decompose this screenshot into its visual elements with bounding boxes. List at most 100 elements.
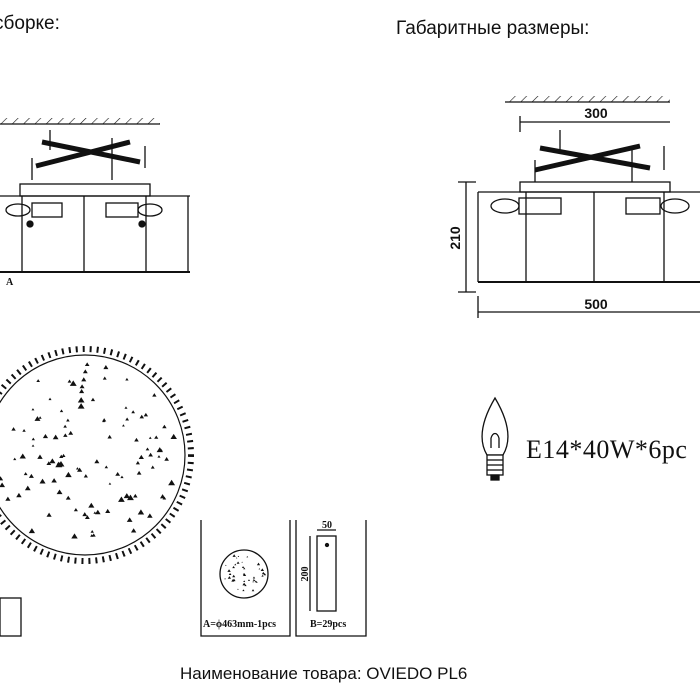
crystal-speckle bbox=[59, 454, 64, 459]
part-b-width: 50 bbox=[322, 520, 332, 531]
crystal-speckle bbox=[37, 454, 43, 459]
crystal-speckle bbox=[71, 533, 78, 539]
crystal-speckle bbox=[57, 461, 65, 467]
crystal-speckle bbox=[90, 530, 94, 533]
dimension-drawing bbox=[458, 96, 700, 318]
crystal-speckle bbox=[76, 467, 83, 472]
crystal-speckle bbox=[237, 588, 239, 590]
crystal-speckle bbox=[42, 433, 49, 439]
crystal-speckle bbox=[168, 479, 176, 486]
crystal-speckle bbox=[93, 511, 97, 514]
crystal-speckle bbox=[261, 574, 264, 577]
crystal-speckle bbox=[31, 444, 35, 447]
crystal-speckle bbox=[65, 471, 72, 478]
crystal-speckle bbox=[131, 410, 135, 414]
crystal-speckle bbox=[52, 434, 59, 440]
crystal-speckle bbox=[82, 369, 88, 374]
crystal-speckle bbox=[241, 566, 245, 569]
crystal-speckle bbox=[104, 465, 109, 469]
crystal-speckle bbox=[79, 389, 85, 394]
crystal-speckle bbox=[77, 403, 85, 409]
crystal-speckle bbox=[255, 581, 258, 583]
crystal-speckle bbox=[68, 430, 74, 435]
crystal-speckle bbox=[90, 397, 96, 402]
crystal-speckle bbox=[152, 393, 157, 397]
crystal-speckle bbox=[159, 494, 166, 499]
crystal-speckle bbox=[120, 475, 124, 479]
crystal-speckle bbox=[225, 564, 227, 566]
crystal-speckle bbox=[13, 457, 17, 461]
crystal-speckle bbox=[253, 579, 256, 582]
assembly-title: сборке: bbox=[0, 13, 60, 34]
crystal-speckle bbox=[81, 377, 87, 382]
marker-a: A bbox=[6, 277, 14, 288]
crystal-speckle bbox=[164, 457, 169, 461]
crystal-speckle bbox=[34, 416, 41, 421]
crystal-speckle bbox=[83, 474, 88, 478]
dimensions-title: Габаритные размеры: bbox=[396, 18, 590, 39]
crystal-speckle bbox=[0, 476, 4, 481]
part-a-box bbox=[200, 520, 291, 637]
crystal-speckle bbox=[38, 416, 42, 419]
crystal-speckle bbox=[243, 567, 246, 570]
crystal-speckle bbox=[136, 470, 142, 475]
crystal-speckle bbox=[118, 496, 125, 502]
crystal-speckle bbox=[143, 412, 149, 417]
small-box bbox=[0, 597, 22, 637]
crystal-speckle bbox=[227, 576, 232, 579]
crystal-speckle bbox=[261, 571, 265, 575]
crystal-speckle bbox=[150, 465, 155, 469]
crystal-speckle bbox=[63, 424, 67, 428]
crystal-speckle bbox=[65, 495, 71, 500]
assembly-drawing bbox=[0, 118, 190, 273]
crystal-speckle bbox=[252, 576, 256, 579]
crystal-speckle bbox=[61, 453, 66, 457]
crystal-speckle bbox=[224, 578, 226, 580]
crystal-speckle bbox=[138, 454, 144, 460]
crystal-speckle bbox=[115, 471, 121, 476]
crystal-speckle bbox=[51, 478, 57, 483]
crystal-speckle bbox=[170, 433, 177, 440]
crystal-speckle bbox=[148, 436, 152, 439]
crystal-speckle bbox=[159, 448, 163, 452]
crystal-speckle bbox=[11, 427, 16, 431]
crystal-speckle bbox=[125, 377, 129, 381]
crystal-speckle bbox=[258, 568, 261, 570]
crystal-speckle bbox=[246, 555, 249, 558]
crystal-speckle bbox=[251, 589, 255, 592]
crystal-speckle bbox=[0, 482, 6, 488]
crystal-speckle bbox=[126, 517, 133, 522]
crystal-speckle bbox=[56, 489, 63, 495]
crystal-speckle bbox=[127, 494, 134, 501]
crystal-speckle bbox=[154, 435, 159, 439]
crystal-speckle bbox=[237, 555, 240, 557]
crystal-speckle bbox=[75, 467, 79, 470]
crystal-speckle bbox=[49, 458, 56, 464]
crystal-speckle bbox=[28, 528, 36, 534]
crystal-speckle bbox=[39, 478, 46, 484]
part-a-label: A=ϕ463mm-1pcs bbox=[203, 619, 276, 630]
crystal-speckle bbox=[69, 380, 77, 386]
crystal-speckle bbox=[124, 406, 128, 409]
crystal-speckle bbox=[123, 493, 130, 499]
crystal-speckle bbox=[94, 459, 100, 464]
crystal-speckle bbox=[73, 508, 78, 512]
crystal-speckle bbox=[84, 362, 90, 367]
crystal-speckle bbox=[242, 572, 246, 575]
crystal-speckle bbox=[23, 472, 28, 476]
crystal-speckle bbox=[63, 433, 68, 437]
crystal-speckle bbox=[77, 397, 85, 403]
crystal-speckle bbox=[242, 582, 246, 586]
crystal-speckle bbox=[227, 569, 231, 572]
crystal-speckle bbox=[254, 580, 257, 583]
crystal-speckle bbox=[235, 557, 238, 559]
bulb-spec: E14*40W*6pc bbox=[526, 435, 688, 464]
crystal-speckle bbox=[103, 365, 109, 370]
crystal-speckle bbox=[108, 482, 112, 485]
product-name: Наименование товара: OVIEDO PL6 bbox=[180, 664, 468, 683]
crystal-speckle bbox=[19, 453, 26, 459]
crystal-speckle bbox=[157, 455, 161, 458]
crystal-speckle bbox=[48, 397, 52, 401]
crystal-speckle bbox=[145, 447, 150, 451]
crystal-speckle bbox=[134, 437, 139, 442]
